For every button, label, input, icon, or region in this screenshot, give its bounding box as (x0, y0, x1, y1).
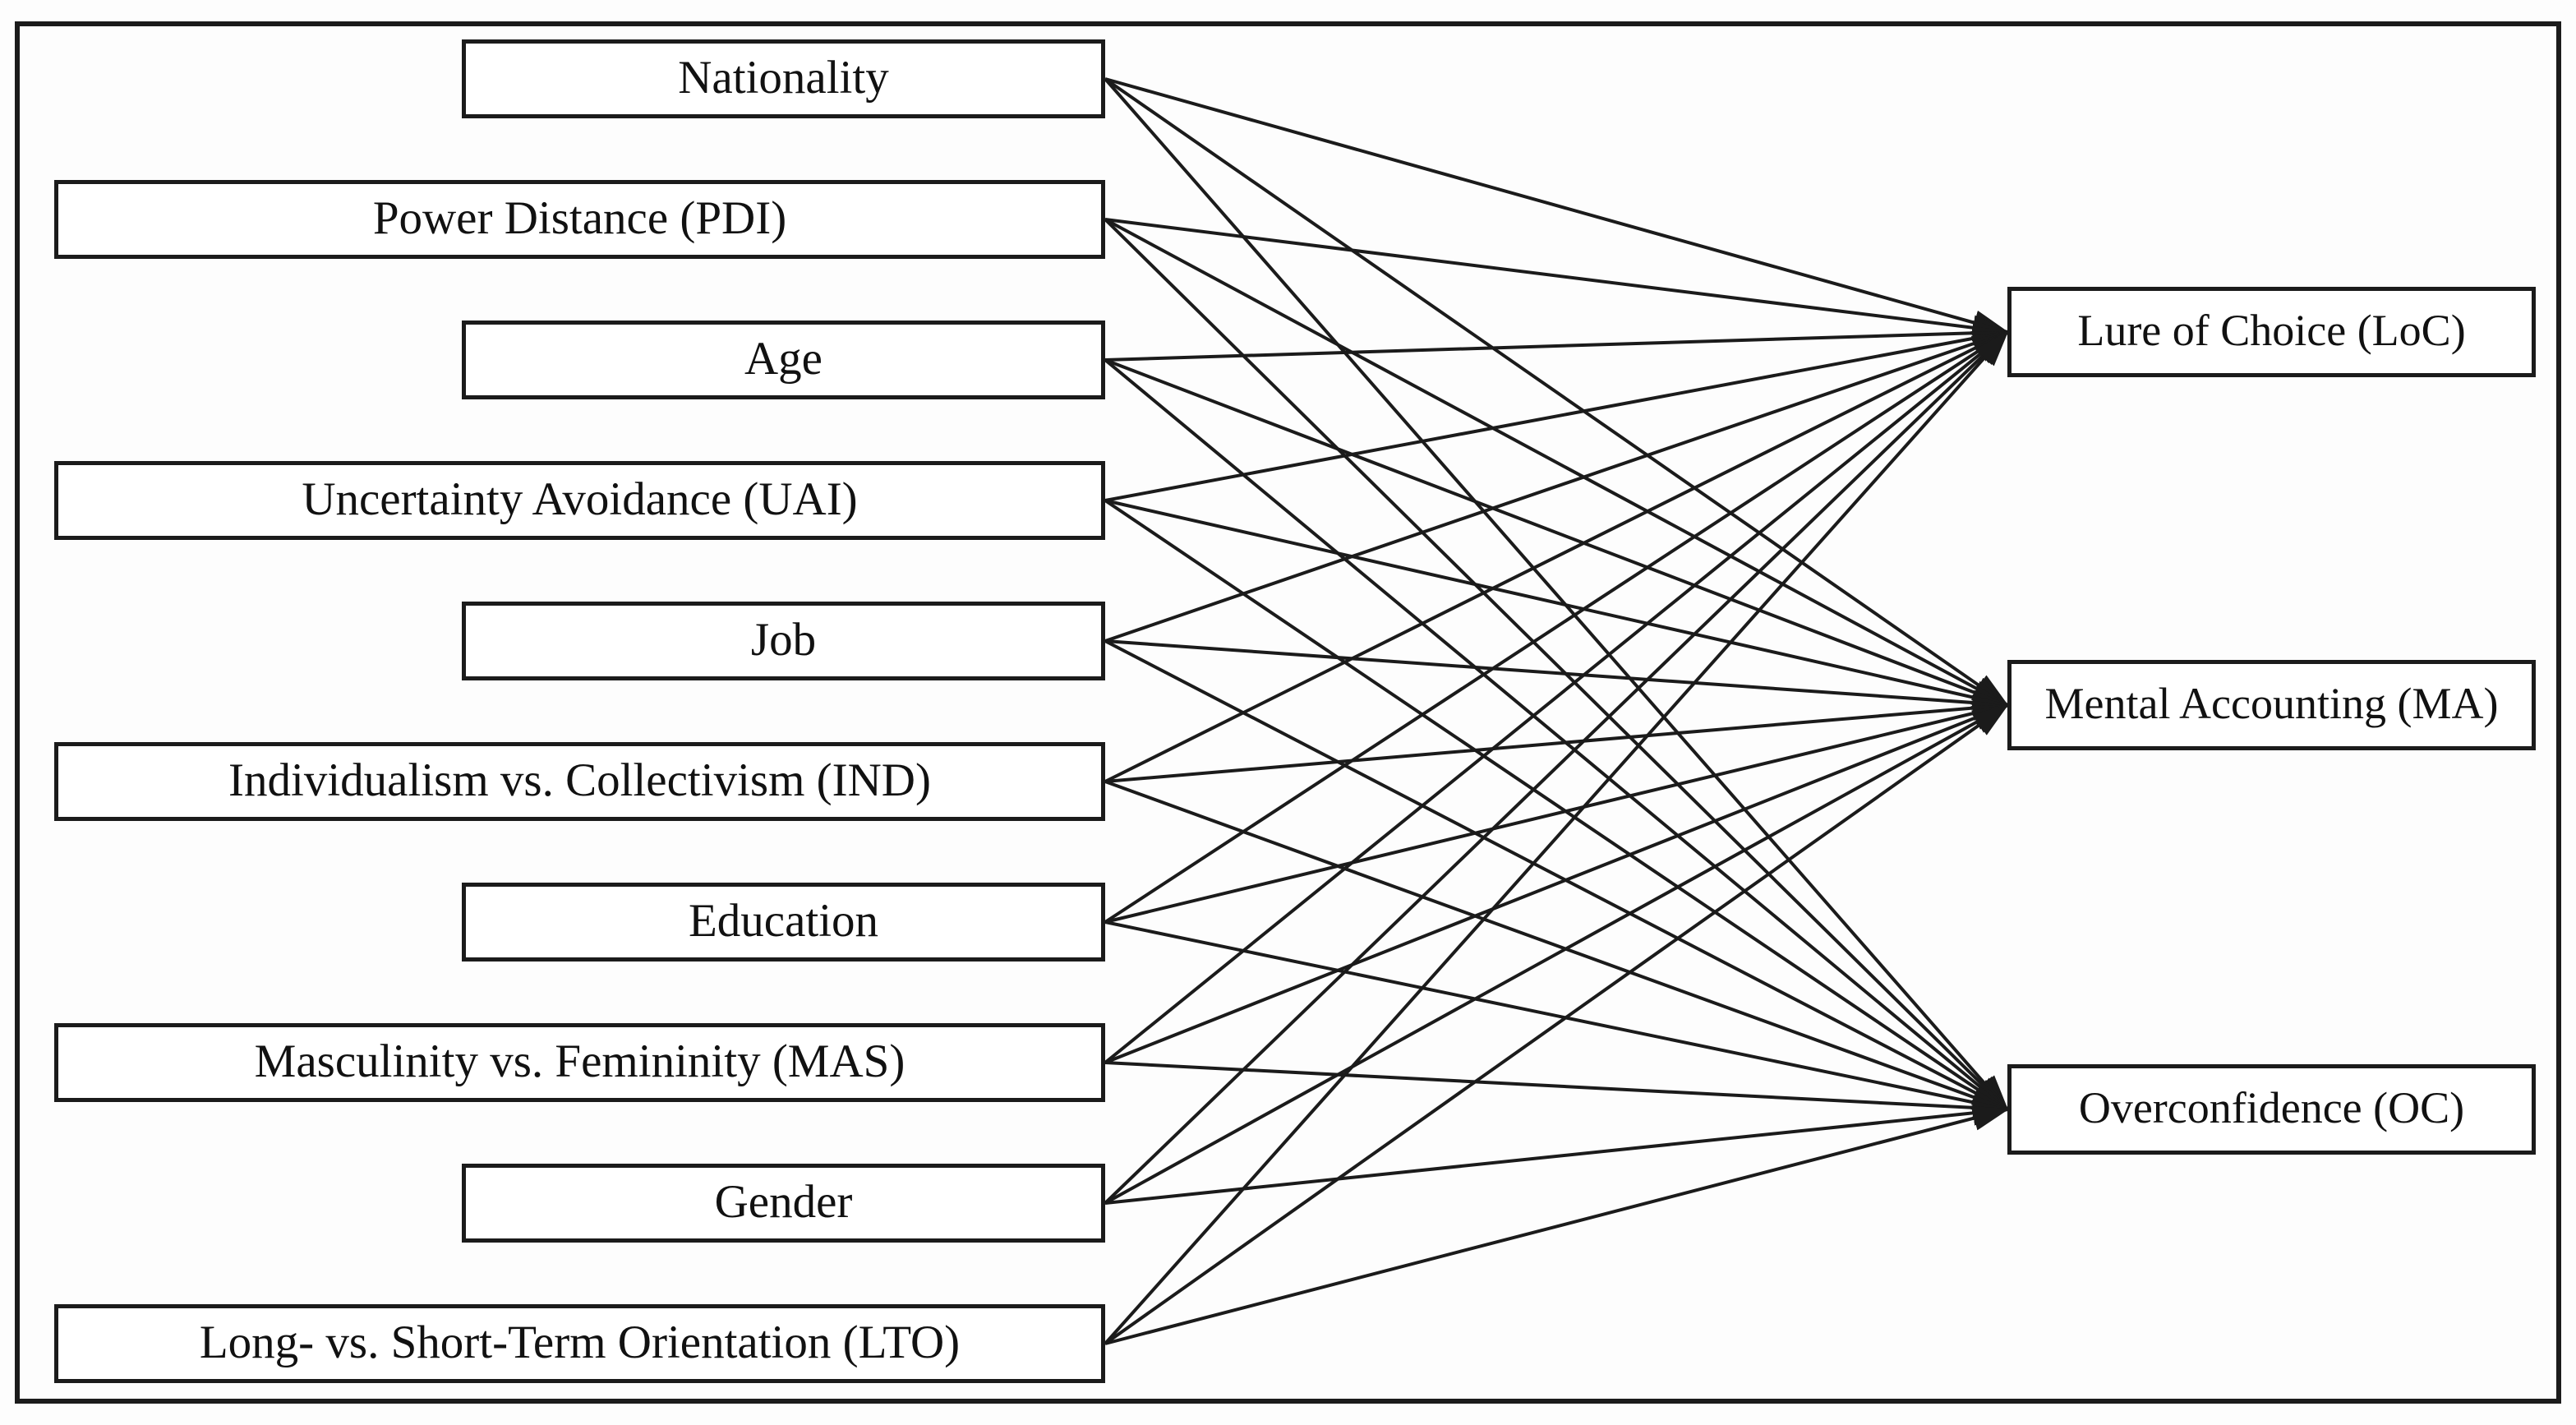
edge-uai-oc (1104, 499, 2009, 1111)
edge-nationality-loc (1104, 77, 2010, 335)
edge-pdi-oc (1104, 218, 2009, 1111)
predictor-label-ind: Individualism vs. Collectivism (IND) (228, 754, 931, 806)
outcome-label-loc: Lure of Choice (LoC) (2077, 306, 2466, 355)
edge-job-loc (1104, 330, 2010, 643)
predictor-box-job: Job (462, 602, 1105, 680)
outcome-label-oc: Overconfidence (OC) (2078, 1083, 2465, 1132)
edge-ind-oc (1104, 780, 2010, 1111)
predictor-label-lto: Long- vs. Short-Term Orientation (LTO) (199, 1316, 961, 1368)
edge-mas-ma (1104, 703, 2010, 1064)
predictor-box-education: Education (462, 883, 1105, 962)
outcome-label-ma: Mental Accounting (MA) (2044, 679, 2499, 728)
predictor-label-pdi: Power Distance (PDI) (372, 191, 787, 244)
predictor-box-pdi: Power Distance (PDI) (54, 180, 1105, 259)
predictor-label-age: Age (744, 332, 823, 385)
edge-age-ma (1104, 358, 2010, 707)
edge-uai-loc (1104, 325, 2010, 502)
edge-gender-loc (1104, 330, 2009, 1205)
predictor-box-lto: Long- vs. Short-Term Orientation (LTO) (54, 1304, 1105, 1383)
edge-ind-ma (1104, 695, 2010, 783)
edge-uai-ma (1104, 499, 2010, 710)
edge-job-oc (1104, 639, 2009, 1111)
outcome-box-ma: Mental Accounting (MA) (2007, 660, 2536, 750)
edge-ind-loc (1104, 330, 2009, 783)
predictor-box-gender: Gender (462, 1164, 1105, 1243)
predictor-label-gender: Gender (714, 1175, 853, 1228)
predictor-label-mas: Masculinity vs. Femininity (MAS) (254, 1035, 906, 1087)
edge-education-oc (1104, 920, 2010, 1115)
edge-pdi-loc (1104, 218, 2010, 341)
edge-mas-oc (1104, 1061, 2010, 1121)
predictor-box-uai: Uncertainty Avoidance (UAI) (54, 461, 1105, 540)
edge-education-loc (1104, 330, 2009, 924)
predictor-box-age: Age (462, 321, 1105, 399)
predictor-box-ind: Individualism vs. Collectivism (IND) (54, 742, 1105, 821)
predictor-box-mas: Masculinity vs. Femininity (MAS) (54, 1023, 1105, 1102)
edge-pdi-ma (1104, 218, 2009, 707)
predictor-label-uai: Uncertainty Avoidance (UAI) (302, 473, 858, 525)
predictor-label-job: Job (750, 613, 817, 666)
edge-mas-loc (1104, 330, 2009, 1064)
edge-education-ma (1104, 700, 2010, 924)
edge-age-loc (1104, 320, 2010, 362)
outcome-box-oc: Overconfidence (OC) (2007, 1064, 2536, 1155)
outcome-box-loc: Lure of Choice (LoC) (2007, 287, 2536, 377)
edge-lto-loc (1104, 330, 2009, 1345)
edge-age-oc (1104, 358, 2009, 1111)
edge-gender-oc (1104, 1100, 2010, 1205)
edge-lto-ma (1104, 703, 2009, 1345)
edge-job-ma (1104, 639, 2010, 716)
predictor-label-nationality: Nationality (678, 51, 889, 104)
edge-gender-ma (1104, 703, 2009, 1205)
edge-nationality-oc (1104, 77, 2009, 1111)
edge-nationality-ma (1104, 77, 2009, 707)
predictor-label-education: Education (688, 894, 879, 947)
figure-outer-border (15, 21, 2561, 1404)
edge-lto-oc (1104, 1105, 2010, 1345)
predictor-box-nationality: Nationality (462, 39, 1105, 118)
